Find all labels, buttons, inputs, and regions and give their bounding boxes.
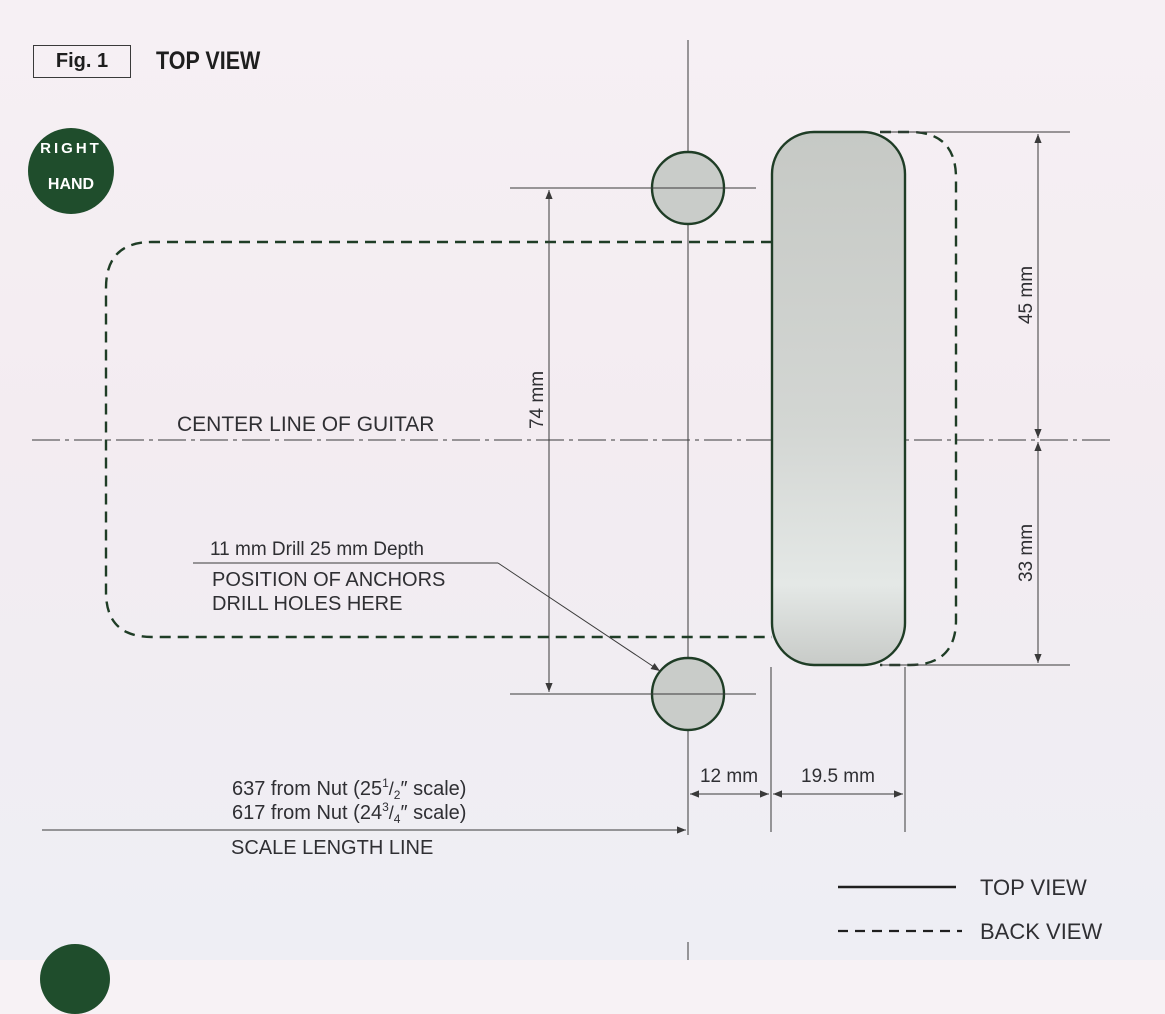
legend-solid-label: TOP VIEW — [980, 875, 1087, 900]
upper-dimension-label: 45 mm — [1016, 266, 1037, 324]
pickup-template-diagram: 74 mm 45 mm 33 mm 12 mm 19.5 mm CENTER L… — [32, 40, 1115, 960]
center-line-label: CENTER LINE OF GUITAR — [177, 413, 434, 436]
anchors-label-line2: DRILL HOLES HERE — [212, 593, 402, 615]
lower-dimension-label: 33 mm — [1016, 524, 1037, 582]
anchors-label-line1: POSITION OF ANCHORS — [212, 569, 445, 591]
scale-617-label: 617 from Nut (243/4″ scale) — [232, 800, 466, 826]
offset-dimension-label: 12 mm — [700, 766, 758, 787]
right-hand-badge: RIGHT HAND — [28, 128, 114, 214]
callout-leader — [497, 562, 661, 672]
scale-637-label: 637 from Nut (251/2″ scale) — [232, 776, 466, 802]
badge-line-1: RIGHT — [40, 140, 102, 157]
figure-title: TOP VIEW — [156, 47, 261, 75]
back-view-pickup-outline — [880, 130, 958, 667]
legend-dashed-label: BACK VIEW — [980, 919, 1102, 944]
figure-number: Fig. 1 — [55, 50, 109, 72]
scale-length-label: SCALE LENGTH LINE — [231, 837, 433, 859]
figure-number-box: Fig. 1 — [33, 45, 131, 78]
pickup-top-view — [770, 130, 907, 667]
paper-background — [0, 0, 1165, 960]
badge-line-2: HAND — [47, 176, 95, 193]
drill-spec-label: 11 mm Drill 25 mm Depth — [210, 539, 424, 560]
width-dimension-label: 19.5 mm — [801, 766, 875, 787]
back-view-cavity-outline — [104, 240, 772, 639]
anchor-spacing-label: 74 mm — [527, 371, 548, 429]
